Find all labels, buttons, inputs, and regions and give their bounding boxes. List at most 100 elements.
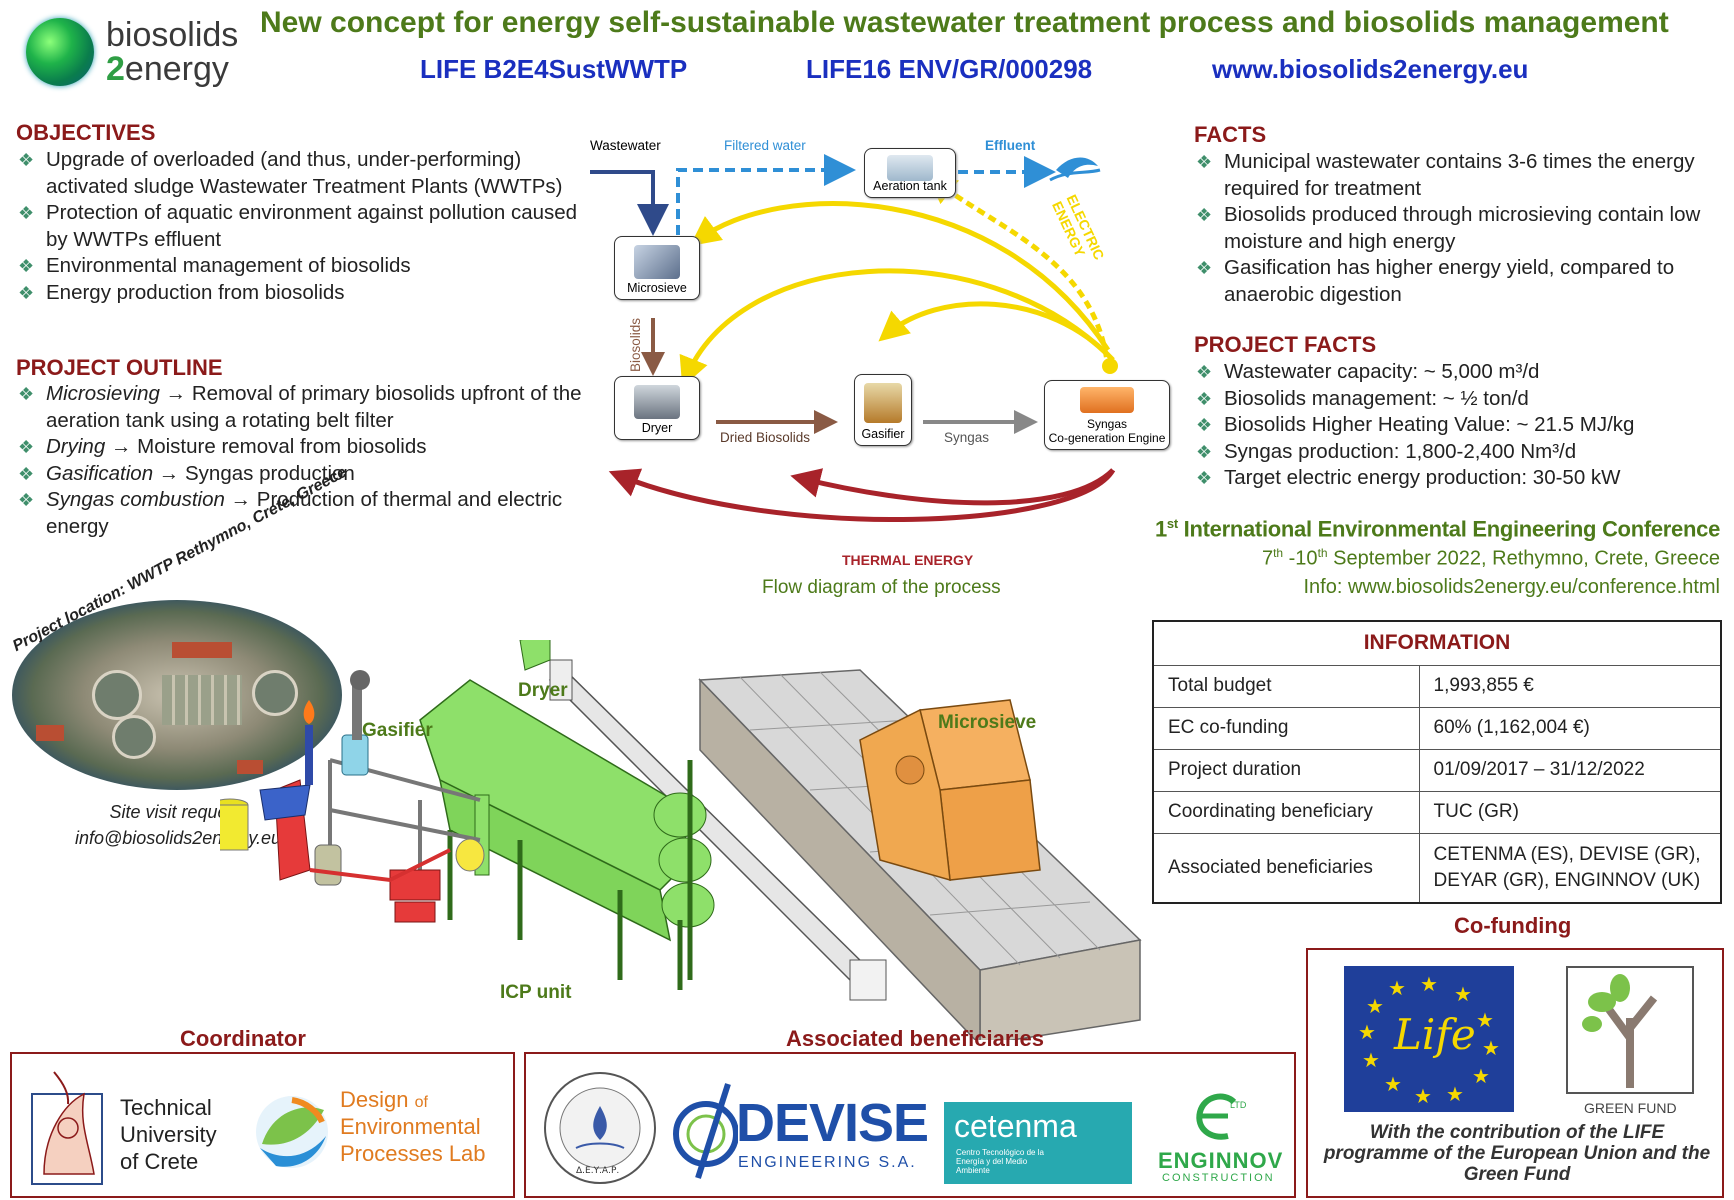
facts-heading: FACTS xyxy=(1194,122,1267,147)
aeration-tank-label: Aeration tank xyxy=(873,179,947,193)
clarifier-pond xyxy=(112,715,156,759)
dryer-box: Dryer xyxy=(614,376,700,440)
row-label: EC co-funding xyxy=(1152,706,1420,750)
engine-box: Syngas Co-generation Engine xyxy=(1044,380,1170,450)
electric-to-dryer xyxy=(679,268,1110,388)
effluent-label: Effluent xyxy=(985,138,1036,153)
row-value: 60% (1,162,004 €) xyxy=(1418,706,1722,750)
tuc-line1: Technical xyxy=(120,1095,212,1120)
thermal-energy-label: THERMAL ENERGY xyxy=(842,552,974,568)
thermal-to-dryer xyxy=(608,468,1116,523)
list-item: Biosolids Higher Heating Value: ~ 21.5 M… xyxy=(1194,412,1724,439)
filtered-water-arrow xyxy=(676,154,856,235)
list-item: Gasification → Syngas production xyxy=(16,461,601,488)
row-value: TUC (GR) xyxy=(1418,790,1722,834)
logo-line1: biosolids xyxy=(106,16,239,54)
row-value: 1,993,855 € xyxy=(1418,664,1722,708)
microsieve-equipment-label: Microsieve xyxy=(938,712,1037,733)
filtered-water-label: Filtered water xyxy=(724,138,806,153)
flame-icon xyxy=(303,700,315,724)
dryer-label: Dryer xyxy=(641,421,673,435)
tank-icon xyxy=(887,155,933,181)
biosolids2energy-logo: biosolids 2energy xyxy=(18,8,248,88)
row-value: 01/09/2017 – 31/12/2022 xyxy=(1418,748,1722,792)
logo-line2: 2energy xyxy=(106,50,229,88)
list-item: Gasification has higher energy yield, co… xyxy=(1194,255,1724,308)
globe-icon xyxy=(26,18,94,86)
gasifier-box: Gasifier xyxy=(854,374,912,446)
equipment-illustration xyxy=(220,640,1142,1040)
syngas-label: Syngas xyxy=(944,430,990,445)
flow-caption: Flow diagram of the process xyxy=(762,577,1001,598)
engine-label-1: Syngas xyxy=(1086,417,1128,431)
list-item: Target electric energy production: 30-50… xyxy=(1194,465,1724,492)
deyar-seal-icon xyxy=(544,1072,656,1184)
microsieve-icon xyxy=(634,245,680,279)
site-visit-label: Site visit request: xyxy=(109,802,247,822)
building-roof xyxy=(172,642,232,658)
enginnov-ltd: LTD xyxy=(1230,1100,1247,1110)
life-text: Life xyxy=(1394,1010,1476,1059)
row-label: Associated beneficiaries xyxy=(1152,832,1420,903)
clarifier-pond xyxy=(252,670,298,716)
gasifier-equipment-label: Gasifier xyxy=(362,720,433,741)
list-item: Upgrade of overloaded (and thus, under-p… xyxy=(16,147,596,200)
row-label: Project duration xyxy=(1152,748,1420,792)
gasifier-label: Gasifier xyxy=(861,427,905,441)
dryer-icon xyxy=(634,385,680,419)
tuc-line2: University xyxy=(120,1122,217,1147)
tree-icon xyxy=(1582,974,1658,1088)
icp-fan xyxy=(455,838,485,872)
microsieve-label: Microsieve xyxy=(627,281,687,295)
website-link[interactable]: www.biosolids2energy.eu xyxy=(1212,54,1529,84)
project-code: LIFE16 ENV/GR/000298 xyxy=(806,54,1093,84)
wastewater-label: Wastewater xyxy=(590,138,661,153)
associated-heading: Associated beneficiaries xyxy=(786,1026,1045,1051)
enginnov-sub: CONSTRUCTION xyxy=(1162,1172,1275,1184)
list-item: Syngas combustion → Production of therma… xyxy=(16,487,601,540)
facts-list: Municipal wastewater contains 3-6 times … xyxy=(1194,149,1724,308)
information-heading: INFORMATION xyxy=(1152,620,1722,666)
list-item: Biosolids management: ~ ½ ton/d xyxy=(1194,386,1724,413)
engine-label-2: Co-generation Engine xyxy=(1048,431,1166,445)
site-aerial-photo xyxy=(12,600,342,790)
coordinator-heading: Coordinator xyxy=(180,1026,306,1051)
eu-stars-icon: ★★★★★★ ★★★★★★ xyxy=(1358,972,1500,1108)
process-flow-diagram: Wastewater Filtered water Effluent Aerat… xyxy=(578,138,1178,600)
yellow-tank xyxy=(220,804,249,851)
associated-box: Δ.Ε.Υ.Α.Ρ. DEVISE ENGINEERING S.A. ceten… xyxy=(524,1052,1296,1198)
lab-line1: Design of xyxy=(340,1087,428,1112)
dryer-equipment-label: Dryer xyxy=(518,680,568,701)
biosolids-label: Biosolids xyxy=(628,317,643,372)
coordinator-box: Technical University of Crete Design of … xyxy=(10,1052,515,1198)
cetenma-sub: Centro Tecnológico de la Energía y del M… xyxy=(956,1148,1044,1175)
outline-list: Microsieving → Removal of primary biosol… xyxy=(16,381,601,540)
microsieve-box: Microsieve xyxy=(614,236,700,300)
page-title: New concept for energy self-sustainable … xyxy=(260,6,1669,39)
building-roof xyxy=(237,760,263,774)
list-item: Microsieving → Removal of primary biosol… xyxy=(16,381,601,434)
project-facts-heading: PROJECT FACTS xyxy=(1194,332,1377,357)
conference-info-link[interactable]: Info: www.biosolids2energy.eu/conference… xyxy=(1303,576,1720,598)
project-facts-list: Wastewater capacity: ~ 5,000 m³/d Biosol… xyxy=(1194,359,1724,492)
tuc-line3: of Crete xyxy=(120,1149,199,1174)
cofunding-box: ★★★★★★ ★★★★★★ Life GREEN FUND With the c… xyxy=(1306,948,1724,1198)
list-item: Municipal wastewater contains 3-6 times … xyxy=(1194,149,1724,202)
green-fund-label: GREEN FUND xyxy=(1584,1100,1677,1116)
electric-to-microsieve xyxy=(689,201,1111,352)
list-item: Drying → Moisture removal from biosolids xyxy=(16,434,601,461)
clarifier-pond xyxy=(92,670,142,720)
outline-heading: PROJECT OUTLINE xyxy=(16,355,223,380)
enginnov-logo-icon xyxy=(1196,1093,1237,1140)
dried-biosolids-label: Dried Biosolids xyxy=(720,430,811,445)
list-item: Protection of aquatic environment agains… xyxy=(16,200,596,253)
cetenma-logo: cetenma Centro Tecnológico de la Energía… xyxy=(944,1102,1132,1184)
objectives-list: Upgrade of overloaded (and thus, under-p… xyxy=(16,147,596,306)
eu-life-logo: ★★★★★★ ★★★★★★ Life xyxy=(1344,966,1514,1112)
building-roof xyxy=(36,725,64,741)
treatment-tanks xyxy=(162,675,242,725)
